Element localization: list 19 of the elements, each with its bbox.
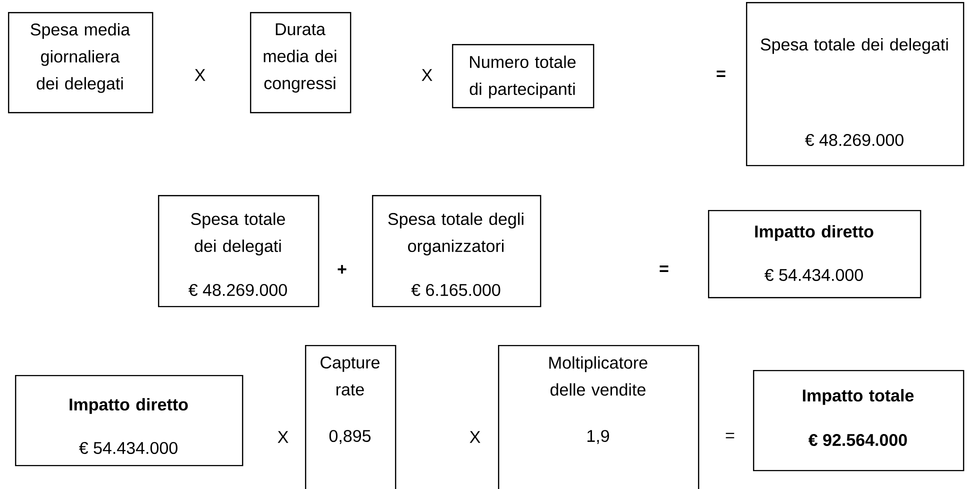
process-box: Spesa totale dei delegati € 48.269.000 bbox=[746, 2, 964, 166]
operator-sign: X bbox=[194, 69, 206, 81]
process-box: Impatto totale € 92.564.000 bbox=[753, 370, 964, 472]
process-box: Spesa totale degli organizzatori € 6.165.000 bbox=[372, 195, 542, 308]
process-box: Spesa media giornaliera dei delegati bbox=[8, 12, 154, 114]
process-box: Impatto diretto € 54.434.000 bbox=[15, 374, 244, 466]
operator-sign: = bbox=[660, 266, 668, 272]
operator-sign: X bbox=[422, 69, 432, 81]
process-box: Spesa totale dei delegati € 48.269.000 bbox=[158, 195, 320, 308]
operator-sign: X bbox=[470, 431, 480, 443]
process-box: Moltiplicatore delle vendite 1,9 bbox=[498, 344, 700, 489]
operator-sign: = bbox=[716, 70, 726, 77]
operator-sign: = bbox=[726, 432, 734, 438]
process-box: Numero totale di partecipanti bbox=[452, 44, 594, 108]
process-box: Durata media dei congressi bbox=[250, 12, 352, 114]
operator-sign: + bbox=[338, 265, 346, 274]
process-box: Impatto diretto € 54.434.000 bbox=[708, 210, 922, 298]
process-box: Capture rate 0,895 bbox=[305, 344, 396, 489]
operator-sign: X bbox=[278, 431, 288, 443]
